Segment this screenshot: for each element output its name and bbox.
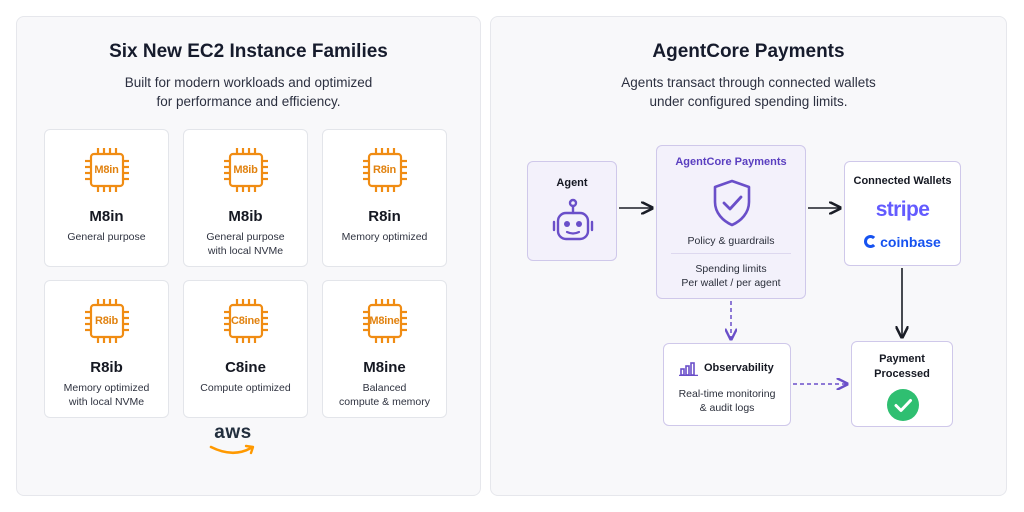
policy-label: Policy & guardrails [687, 235, 775, 247]
instance-card-r8in: R8in R8in Memory optimized [322, 129, 447, 267]
chip-label: C8ine [231, 315, 260, 327]
instance-desc: General purpose [67, 231, 146, 243]
payments-box-title: AgentCore Payments [675, 156, 787, 168]
aws-smile-icon [209, 444, 255, 455]
chip-icon [361, 146, 409, 194]
observability-title: Observability [704, 362, 774, 374]
instance-name: M8in [89, 208, 124, 225]
payment-processed-box: Payment Processed [851, 341, 953, 427]
instance-card-c8ine: C8ine C8ine Compute optimized [183, 280, 308, 418]
instance-name: R8in [368, 208, 401, 225]
instance-name: C8ine [225, 359, 266, 376]
wallets-title: Connected Wallets [853, 175, 952, 187]
divider [671, 253, 791, 254]
spending-limits: Spending limits Per wallet / per agent [681, 263, 781, 289]
chip-icon [83, 297, 131, 345]
chip-label: M8in [94, 164, 119, 176]
instance-name: R8ib [90, 359, 123, 376]
agent-box: Agent [527, 161, 617, 261]
processed-title: Payment Processed [874, 353, 930, 380]
chip-label: M8ib [233, 164, 258, 176]
connected-wallets-box: Connected Wallets stripe coinbase [844, 161, 961, 266]
agentcore-payments-box: AgentCore Payments Policy & guardrails S… [656, 145, 806, 299]
instance-name: M8ine [363, 359, 406, 376]
chip-icon [361, 297, 409, 345]
robot-icon [552, 198, 594, 241]
panel-subtitle: Agents transact through connected wallet… [621, 75, 876, 109]
chip-icon [222, 297, 270, 345]
stripe-logo: stripe [875, 198, 930, 221]
panel-title: AgentCore Payments [652, 41, 845, 62]
chip-label: R8ib [94, 315, 119, 327]
chip-label: M8ine [369, 315, 400, 327]
coinbase-icon [864, 235, 878, 248]
bar-chart-icon [679, 362, 698, 376]
agent-label: Agent [556, 177, 588, 189]
chip-icon [222, 146, 270, 194]
instance-card-m8in: M8in M8in General purpose [44, 129, 169, 267]
instance-name: M8ib [228, 208, 263, 225]
observability-box: Observability Real-time monitoring & aud… [663, 343, 791, 426]
panel-title: Six New EC2 Instance Families [109, 41, 388, 62]
aws-wordmark: aws [214, 422, 252, 443]
check-circle-icon [887, 389, 919, 421]
instance-desc: Memory optimized [341, 231, 428, 243]
panel-subtitle: Built for modern workloads and optimized… [124, 75, 373, 109]
chip-label: R8in [372, 164, 397, 176]
observability-desc: Real-time monitoring & audit logs [678, 388, 776, 414]
coinbase-logo: coinbase [845, 234, 960, 250]
chip-icon [83, 146, 131, 194]
instance-desc: Compute optimized [200, 382, 291, 394]
aws-logo: aws [203, 420, 263, 464]
shield-check-icon [713, 179, 751, 227]
